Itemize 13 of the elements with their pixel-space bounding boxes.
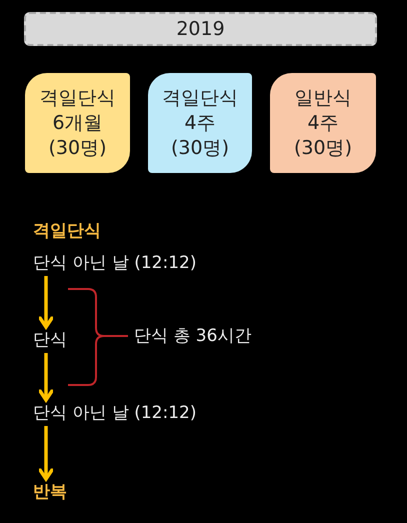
arrow xyxy=(37,353,55,402)
group-box: 일반식 4주 (30명) xyxy=(270,73,376,173)
title-box: 2019 xyxy=(24,12,377,46)
arrow xyxy=(37,276,55,329)
brace-label: 단식 총 36시간 xyxy=(134,325,252,348)
section-heading: 격일단식 xyxy=(33,220,101,243)
arrow xyxy=(37,426,55,481)
group-box: 격일단식 6개월 (30명) xyxy=(25,73,130,173)
group-box: 격일단식 4주 (30명) xyxy=(148,73,252,173)
step-text: 단식 아닌 날 (12:12) xyxy=(33,402,196,424)
step-text: 반복 xyxy=(33,481,67,503)
step-text: 단식 xyxy=(33,329,67,351)
step-text: 단식 아닌 날 (12:12) xyxy=(33,252,196,274)
